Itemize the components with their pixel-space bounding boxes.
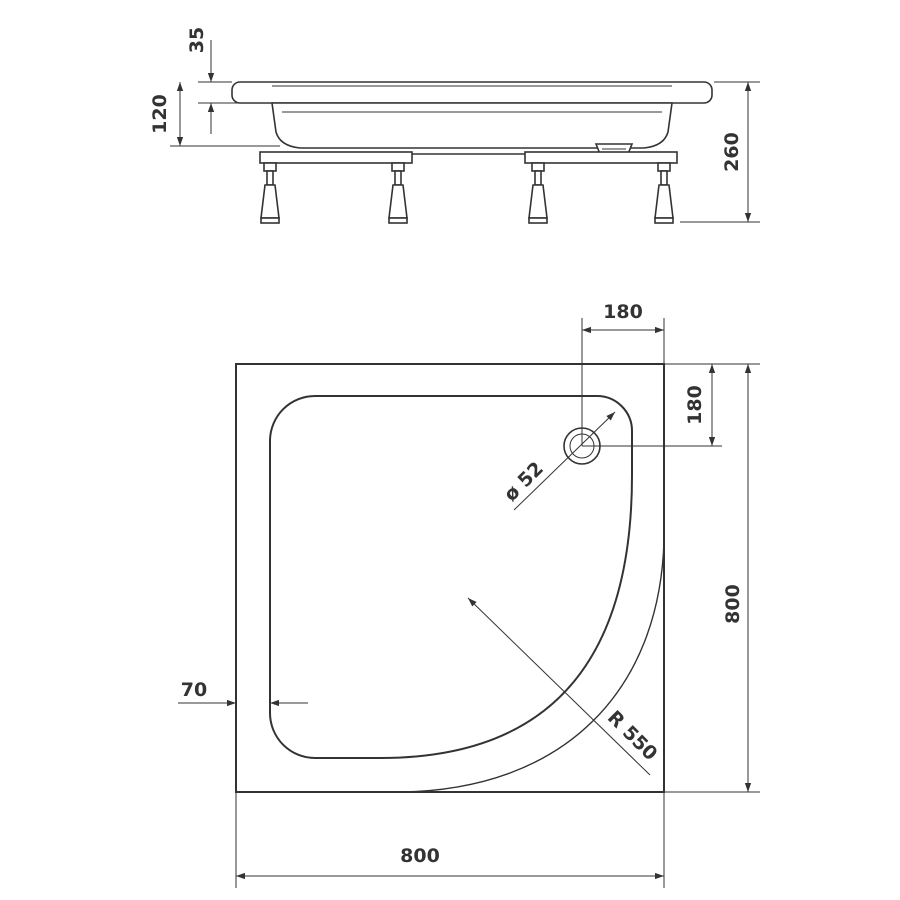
dim-260-label: 260 [721, 132, 743, 172]
dim-diameter-label: ø 52 [500, 458, 548, 506]
support-frame-left [259, 151, 413, 164]
dim-120-label: 120 [149, 94, 171, 134]
dim-180-horizontal-label: 180 [603, 301, 643, 323]
dim-35-label: 35 [186, 27, 208, 53]
outer-curve [399, 539, 665, 793]
dim-800-vertical-label: 800 [722, 584, 744, 624]
dim-800-horizontal-label: 800 [400, 845, 440, 867]
support-leg [528, 162, 548, 224]
support-leg [260, 162, 280, 224]
support-frame-right [524, 151, 678, 164]
support-leg [388, 162, 408, 224]
dim-70-label: 70 [181, 679, 207, 701]
tray-rim [231, 81, 713, 104]
plan-view: 180 180 ø 52 R 550 70 800 800 [178, 301, 760, 888]
support-leg [654, 162, 674, 224]
inner-basin [269, 395, 633, 759]
dim-radius-label: R 550 [603, 706, 662, 765]
side-elevation: 35 120 260 [149, 27, 760, 224]
tray-body [271, 102, 673, 149]
dim-180-vertical-label: 180 [684, 385, 706, 425]
tray-outline [235, 363, 665, 793]
